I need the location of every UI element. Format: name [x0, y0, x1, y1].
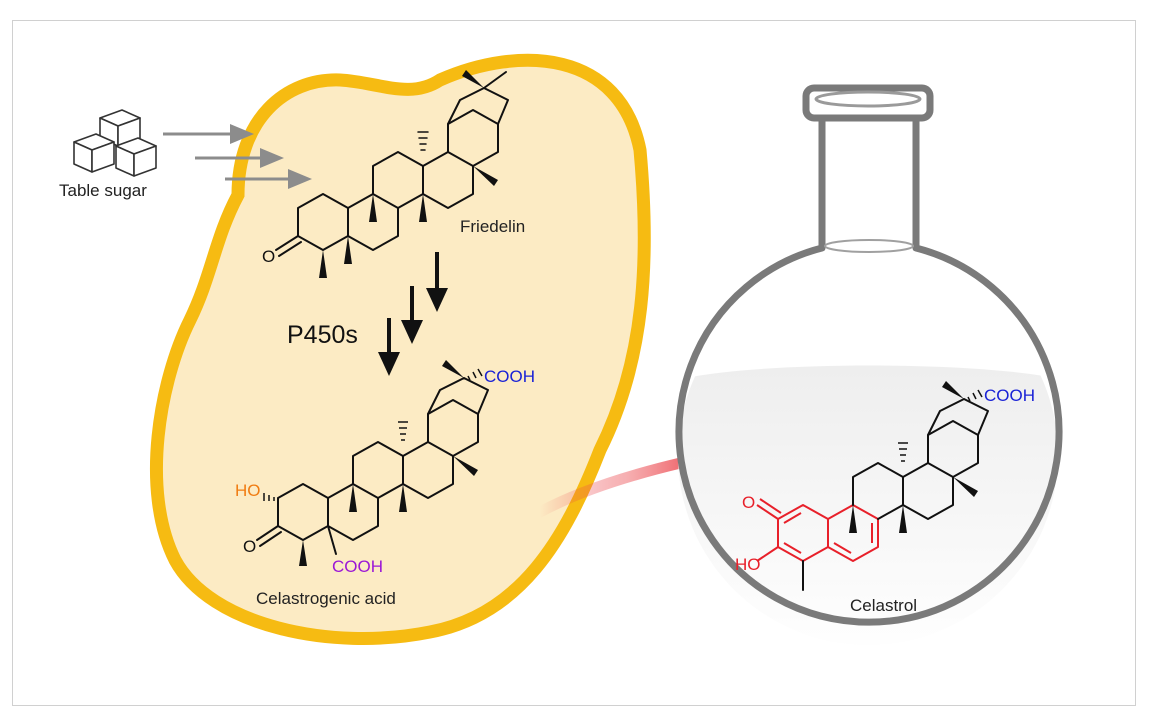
acid-ketone-o: O	[243, 537, 256, 556]
celastrogenic-acid-structure	[256, 360, 489, 566]
table-sugar-label: Table sugar	[59, 181, 147, 200]
uptake-arrows	[163, 124, 312, 189]
celastrogenic-acid-label: Celastrogenic acid	[256, 589, 396, 608]
acid-ho: HO	[235, 481, 261, 500]
celastrol-structure	[756, 381, 989, 591]
acid-cooh-bottom: COOH	[332, 557, 383, 576]
friedelin-label: Friedelin	[460, 217, 525, 236]
friedelin-structure	[275, 70, 509, 278]
celastrol-o: O	[742, 493, 755, 512]
acid-cooh-top: COOH	[484, 367, 535, 386]
flask-icon	[675, 84, 1063, 645]
yeast-cell	[150, 53, 651, 645]
celastrol-ho: HO	[735, 555, 761, 574]
celastrol-label: Celastrol	[850, 596, 917, 615]
p450-arrows	[378, 252, 448, 376]
celastrol-cooh: COOH	[984, 386, 1035, 405]
friedelin-ketone-o: O	[262, 247, 275, 266]
p450s-label: P450s	[287, 321, 358, 349]
sugar-cubes-icon	[73, 109, 157, 177]
